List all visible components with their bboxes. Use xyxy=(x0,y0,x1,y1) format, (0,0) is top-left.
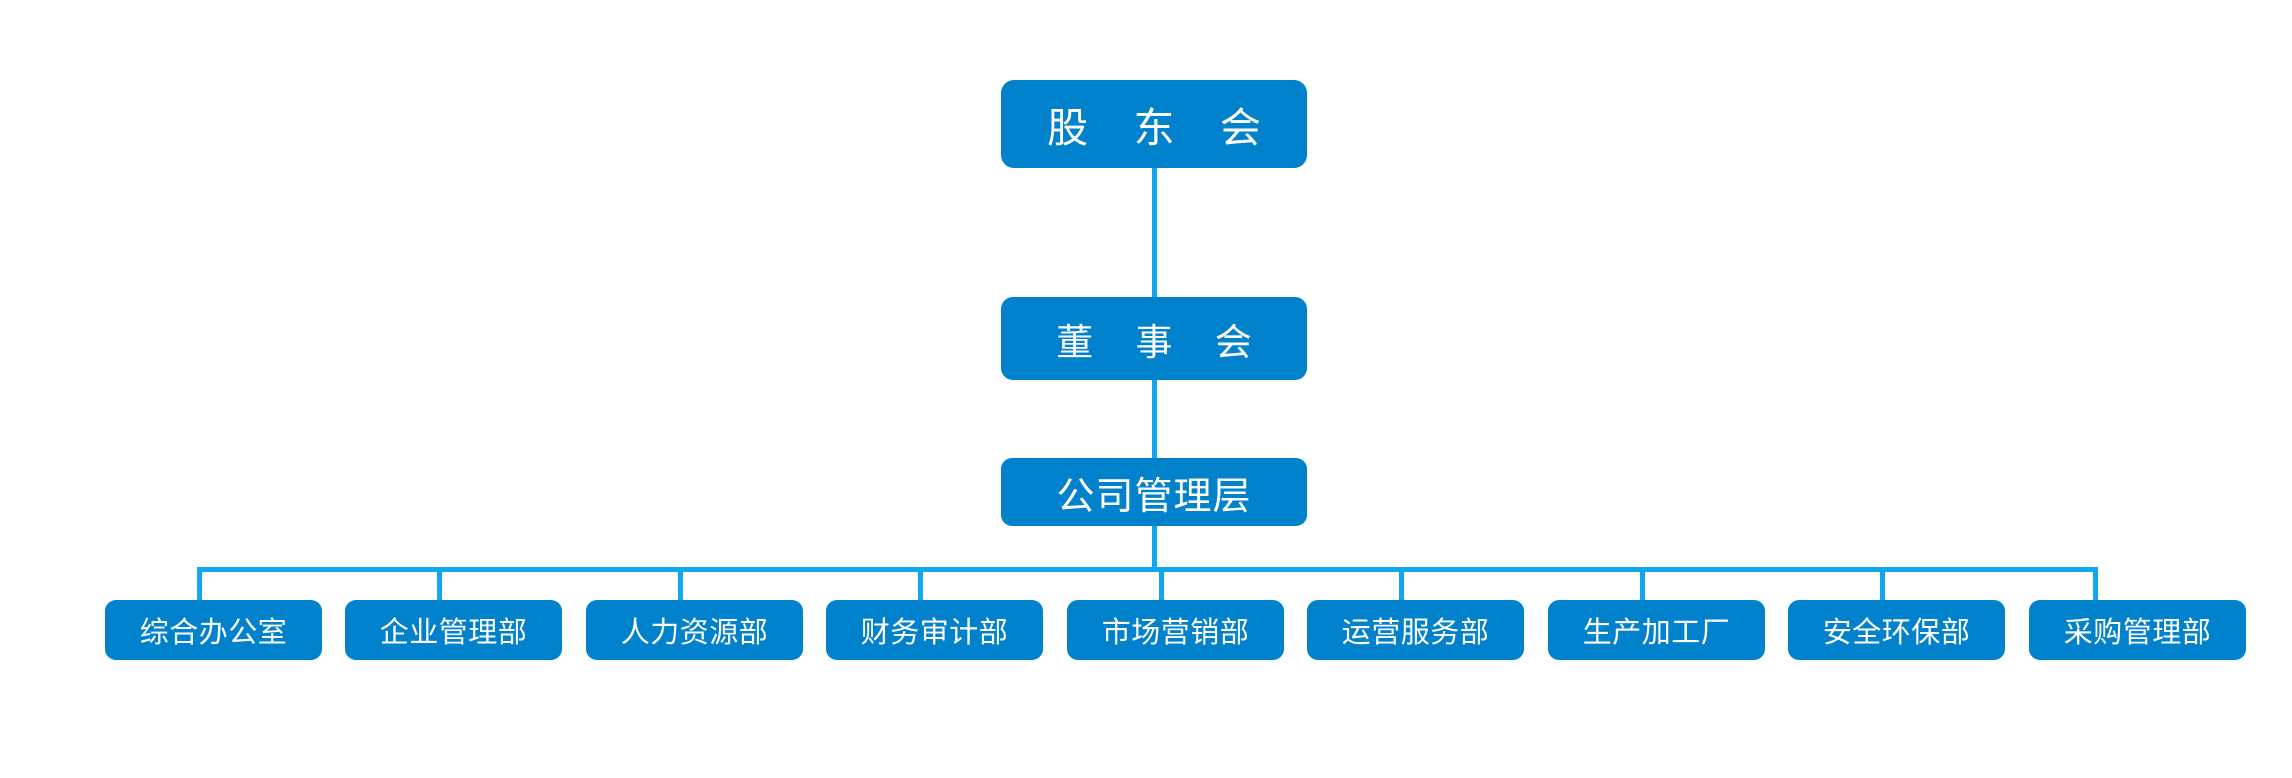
connector-drop-production-plant xyxy=(1640,567,1645,600)
node-finance-audit[interactable]: 财务审计部 xyxy=(826,600,1043,660)
connector-management-to-bus xyxy=(1152,526,1157,567)
node-human-resources[interactable]: 人力资源部 xyxy=(586,600,803,660)
node-operations-service[interactable]: 运营服务部 xyxy=(1307,600,1524,660)
connector-drop-safety-environment xyxy=(1880,567,1885,600)
node-shareholders[interactable]: 股 东 会 xyxy=(1001,80,1307,168)
connector-drop-marketing xyxy=(1159,567,1164,600)
connector-board-to-management xyxy=(1152,380,1157,458)
node-marketing[interactable]: 市场营销部 xyxy=(1067,600,1284,660)
node-company-management[interactable]: 公司管理层 xyxy=(1001,458,1307,526)
node-board-of-directors[interactable]: 董 事 会 xyxy=(1001,297,1307,380)
connector-drop-operations-service xyxy=(1399,567,1404,600)
connector-drop-human-resources xyxy=(678,567,683,600)
connector-shareholders-to-board xyxy=(1152,168,1157,297)
connector-drop-finance-audit xyxy=(918,567,923,600)
node-general-office[interactable]: 综合办公室 xyxy=(105,600,322,660)
node-production-plant[interactable]: 生产加工厂 xyxy=(1548,600,1765,660)
node-enterprise-management[interactable]: 企业管理部 xyxy=(345,600,562,660)
connector-horizontal-bus xyxy=(197,567,2093,572)
connector-drop-general-office xyxy=(197,567,202,600)
connector-drop-procurement-mgmt xyxy=(2093,567,2098,600)
node-safety-environment[interactable]: 安全环保部 xyxy=(1788,600,2005,660)
node-procurement-management[interactable]: 采购管理部 xyxy=(2029,600,2246,660)
connector-drop-enterprise-mgmt xyxy=(437,567,442,600)
